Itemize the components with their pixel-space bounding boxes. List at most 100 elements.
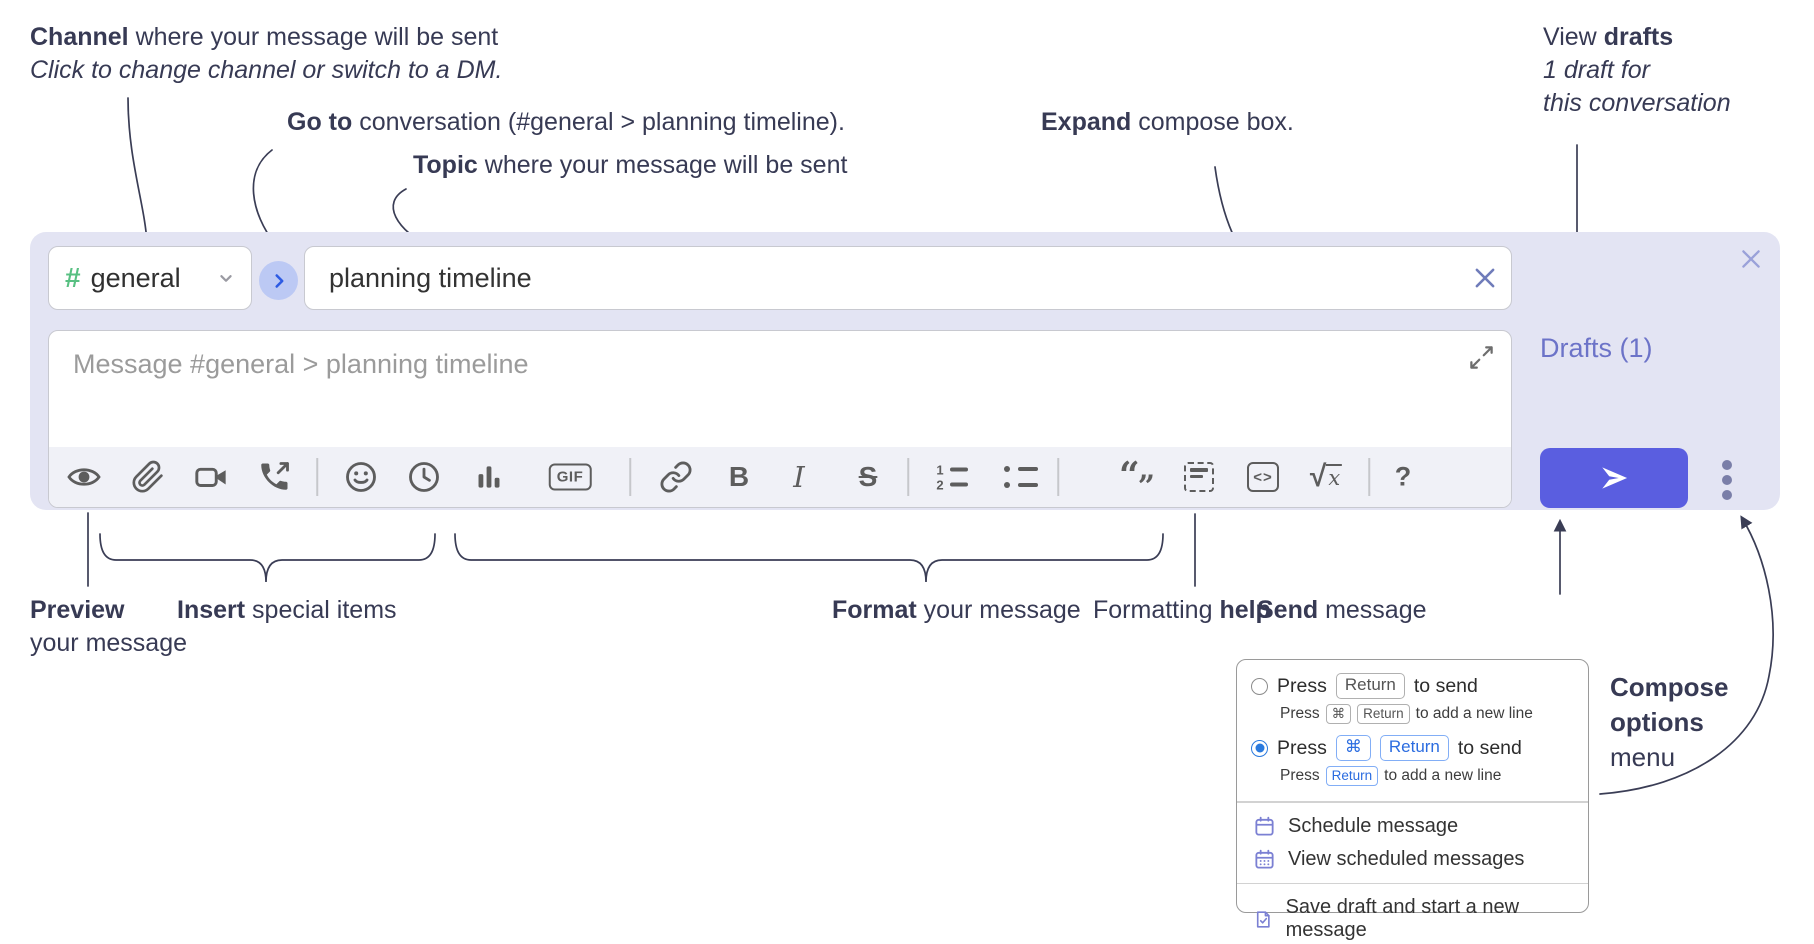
add-gif-button[interactable]: GIF [548,463,592,491]
spoiler-icon [1184,462,1214,492]
message-input[interactable] [49,331,1511,445]
clock-icon [409,462,439,492]
brace-insert [99,533,436,583]
bulleted-list-button[interactable] [1004,463,1038,491]
quote-icon: “” [1119,454,1155,505]
clear-topic-button[interactable] [1470,263,1500,293]
menu-item-save-draft[interactable]: Save draft and start a new message [1237,891,1588,944]
strikethrough-button[interactable]: S [859,461,878,493]
add-global-time-button[interactable] [406,459,442,495]
drafts-link[interactable]: Drafts (1) [1540,333,1653,363]
code-button[interactable]: <> [1247,462,1279,492]
return-keycap: Return [1325,766,1379,786]
close-icon [1475,268,1495,288]
message-box: GIF B I S [48,330,1512,508]
channel-hash-icon: # [65,262,81,293]
link-button[interactable] [659,460,693,494]
menu-item-view-scheduled-messages[interactable]: View scheduled messages [1237,843,1588,876]
question-mark-icon: ? [1394,461,1412,492]
compose-toolbar: GIF B I S [49,447,1511,507]
menu-divider [1237,801,1588,803]
expand-compose-button[interactable] [1468,344,1495,371]
radio-unselected[interactable] [1251,677,1268,695]
link-icon [660,461,692,493]
ellipsis-dot [1722,475,1732,485]
annotation-topic: Topic where your message will be sent [413,151,848,179]
toolbar-divider [316,458,318,496]
italic-icon: I [793,460,805,494]
menu-option-cmd-enter-sends[interactable]: Press ⌘ Return to send [1237,732,1588,764]
eye-icon [67,468,101,486]
channel-name: general [90,262,181,293]
latex-math-icon: √x [1309,460,1343,493]
toolbar-divider [629,458,631,496]
add-poll-button[interactable] [472,460,506,494]
add-video-call-button[interactable] [193,459,230,496]
send-button[interactable] [1540,448,1688,508]
return-keycap: Return [1379,735,1449,761]
menu-divider [1237,882,1588,884]
preview-message-button[interactable] [66,459,102,495]
toolbar-divider [1368,458,1370,496]
annotation-channel: Channel where your message will be sent … [30,23,503,84]
menu-item-schedule-message[interactable]: Schedule message [1237,810,1588,843]
video-camera-icon [195,467,226,487]
add-voice-call-button[interactable] [256,459,292,495]
annotation-format: Format your message [832,596,1081,624]
chevron-down-icon [220,275,232,282]
arrow-channel [127,97,153,247]
compose-options-menu: Press Return to send Press ⌘ Return to a… [1236,659,1589,941]
close-compose-button[interactable] [1737,245,1765,273]
close-icon [1742,250,1760,268]
formatting-help-button[interactable]: ? [1395,462,1412,493]
calendar-icon [1255,816,1274,836]
chevron-right-icon [274,273,283,288]
paperclip-icon [132,460,163,493]
cmd-keycap: ⌘ [1335,735,1371,761]
annotation-preview: Preview your message [30,596,188,657]
quote-button[interactable]: “” [1119,454,1155,505]
bold-icon: B [728,461,750,492]
numbered-list-icon: 1 2 [934,463,968,491]
calendar-grid-icon [1255,849,1274,869]
compose-box: # general Drafts (1) [30,232,1780,510]
brace-format [454,533,1164,583]
phone-call-icon [261,462,289,490]
channel-selector[interactable]: # general [48,246,252,310]
code-icon: <> [1247,462,1279,492]
compose-options-button[interactable] [1720,458,1734,502]
bulleted-list-icon [1004,463,1038,491]
arrow-goto [252,149,277,247]
return-keycap: Return [1357,704,1410,724]
return-keycap: Return [1335,673,1405,699]
go-to-conversation-button[interactable] [259,261,298,300]
spoiler-button[interactable] [1184,462,1214,492]
annotation-goto: Go to conversation (#general > planning … [287,108,845,136]
annotation-insert: Insert special items [177,596,397,624]
bold-button[interactable]: B [729,461,749,493]
menu-option-enter-sends-sub: Press ⌘ Return to add a new line [1280,704,1533,724]
annotation-view-drafts: View drafts 1 draft for this conversatio… [1543,23,1731,117]
topic-field-wrap [304,246,1512,310]
annotation-formatting-help: Formatting help [1093,596,1271,624]
cmd-keycap: ⌘ [1325,704,1352,724]
math-button[interactable]: √x [1309,460,1343,493]
ellipsis-dot [1722,460,1732,470]
strikethrough-icon: S [858,461,878,492]
gif-icon: GIF [548,463,592,491]
menu-option-cmd-enter-sends-sub: Press Return to add a new line [1280,766,1502,786]
expand-diagonal-icon [1470,346,1493,369]
topic-input[interactable] [304,246,1512,310]
attach-file-button[interactable] [131,460,165,494]
annotation-compose-options: Compose options menu [1610,672,1729,772]
ellipsis-dot [1722,490,1732,500]
italic-button[interactable]: I [793,460,804,494]
add-emoji-button[interactable] [343,459,379,495]
toolbar-divider [1057,458,1059,496]
radio-selected[interactable] [1251,739,1268,757]
numbered-list-button[interactable]: 1 2 [934,463,968,491]
annotation-send: Send message [1257,596,1427,624]
menu-option-enter-sends[interactable]: Press Return to send [1237,670,1588,702]
save-draft-icon [1256,910,1270,928]
